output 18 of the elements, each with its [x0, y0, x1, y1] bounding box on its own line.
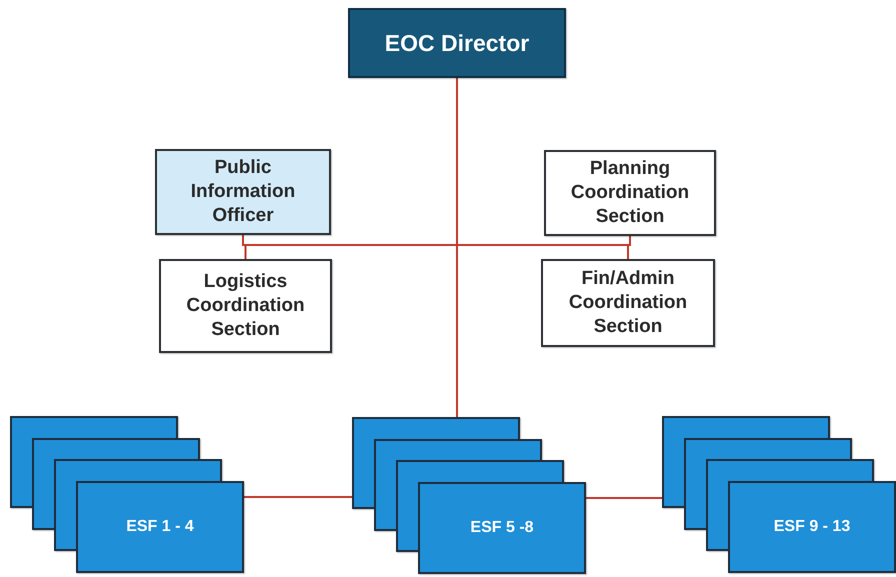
- section-box: [541, 259, 715, 347]
- node-label: ESF 9 - 13: [772, 516, 852, 536]
- card-stack: [10, 416, 244, 572]
- node-label: Logistics Coordination Section: [185, 270, 306, 342]
- card-stack: [662, 416, 896, 572]
- connector-line: [586, 497, 662, 499]
- card-stack: [352, 417, 586, 574]
- section-box: [159, 259, 332, 353]
- node-label: EOC Director: [384, 28, 530, 58]
- role-box: [155, 149, 331, 235]
- node-label: Public Information Officer: [190, 156, 296, 228]
- node-label: ESF 5 -8: [469, 518, 535, 538]
- section-box: [544, 150, 716, 236]
- node-label: ESF 1 - 4: [125, 516, 195, 536]
- node-label: Planning Coordination Section: [570, 157, 690, 229]
- connector-line: [244, 496, 352, 498]
- director-box: [348, 8, 566, 78]
- node-label: Fin/Admin Coordination Section: [568, 267, 688, 339]
